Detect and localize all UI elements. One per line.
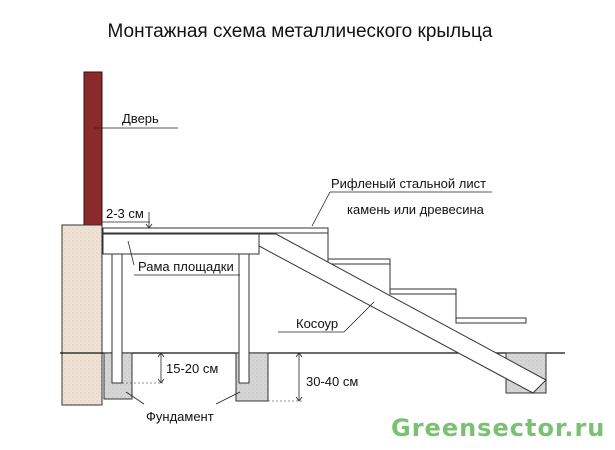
- step-tread-2: [389, 288, 457, 295]
- platform-frame: [102, 233, 260, 255]
- door-label: Дверь: [122, 111, 159, 126]
- foundation-leader-2: [215, 391, 241, 405]
- stringer-label: Косоур: [296, 316, 338, 331]
- stone-label: камень или древесина: [347, 202, 485, 217]
- steel-sheet: [102, 227, 329, 234]
- gap-label: 2-3 см: [106, 206, 144, 221]
- door: [83, 71, 103, 226]
- step-tread-1: [327, 258, 391, 265]
- depth-post-label: 15-20 см: [166, 361, 218, 376]
- step-tread-3: [455, 317, 527, 324]
- stringer: [258, 233, 547, 394]
- house-wall: [61, 224, 103, 406]
- frame-label: Рама площадки: [138, 259, 234, 274]
- sheet-label: Рифленый стальной лист: [331, 176, 486, 191]
- foundation-leader-1: [125, 391, 145, 405]
- depth-found-label: 30-40 см: [306, 374, 358, 389]
- diagram-title: Монтажная схема металлического крыльца: [108, 21, 493, 42]
- watermark-text: Greensector.ru: [391, 414, 605, 442]
- post-right: [238, 253, 250, 384]
- foundation-label: Фундамент: [146, 409, 214, 424]
- depth-post-arrows: [157, 352, 165, 384]
- depth-found-arrows: [295, 352, 303, 402]
- gap-arrow: [145, 223, 153, 229]
- sheet-leader: [311, 191, 331, 227]
- frame-leader: [127, 240, 135, 266]
- step-risers: [327, 233, 457, 318]
- post-left: [111, 253, 123, 384]
- stringer-leader: [343, 301, 375, 333]
